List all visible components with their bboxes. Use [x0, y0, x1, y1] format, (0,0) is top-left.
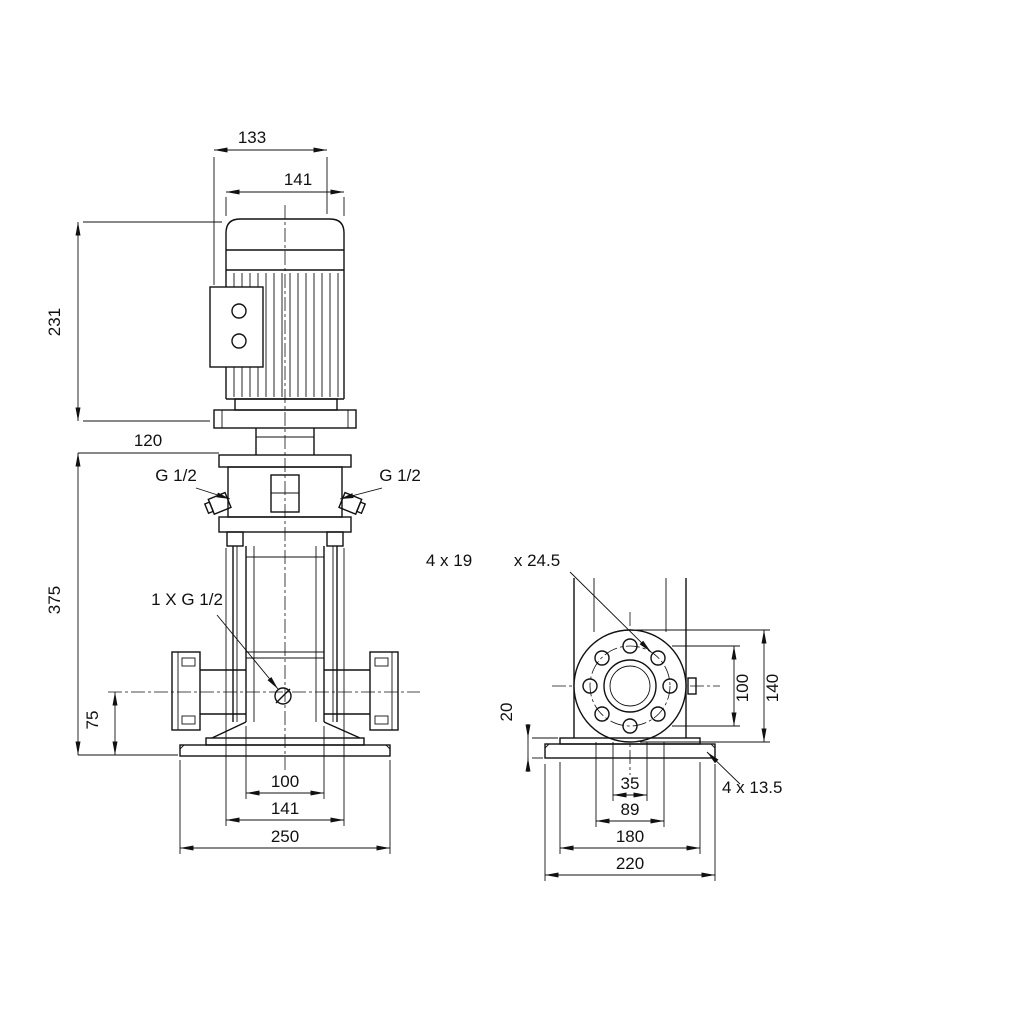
dim-head-height: 120: [134, 431, 162, 450]
dim-89: 89: [621, 800, 640, 819]
motor-flange: [213, 409, 357, 429]
cable-entry-hole: [231, 333, 247, 349]
motor-stool: [255, 428, 315, 455]
dim-base-hole-span: 180: [616, 827, 644, 846]
label-base-holes: 4 x 13.5: [722, 778, 783, 797]
dim-35: 35: [621, 774, 640, 793]
dim-motor-depth: 133: [238, 128, 266, 147]
centerlines-front: [108, 205, 420, 770]
coupling-window: [270, 474, 300, 513]
dimensions-side: 4 x 19 x 24.5 20 100 140 35: [426, 551, 783, 881]
flange-bolt-hole: [374, 715, 389, 725]
dim-base-width-front: 250: [271, 827, 299, 846]
flange-tab: [687, 677, 697, 695]
flange-face: [573, 629, 697, 743]
terminal-box: [209, 286, 264, 368]
dim-base-width-side: 220: [616, 854, 644, 873]
dim-flange-od: 140: [763, 674, 782, 702]
front-view: 133 141 231 120 375 75 G 1/2 G 1/2: [45, 128, 421, 854]
base-side: [544, 737, 716, 759]
dim-chamber-width: 100: [271, 772, 299, 791]
motor: [209, 218, 357, 429]
drain-plug: [274, 687, 292, 705]
flange-bolt-hole: [181, 657, 196, 667]
cable-entry-hole: [231, 303, 247, 319]
dimensions-front: 133 141 231 120 375 75 G 1/2 G 1/2: [45, 128, 421, 854]
pump-head: [203, 454, 367, 547]
motor-neck: [234, 398, 338, 411]
dim-bolt-circle: 100: [733, 674, 752, 702]
label-flange-holes: 4 x 19: [426, 551, 472, 570]
staybolt-nut-left: [226, 531, 244, 547]
flange-bolt-hole: [374, 657, 389, 667]
dim-motor-height: 231: [45, 308, 64, 336]
label-gauge-port-right: G 1/2: [379, 466, 421, 485]
suction-flange: [171, 651, 246, 731]
flange-bolt-holes: [582, 638, 678, 734]
dim-head-width: 141: [271, 799, 299, 818]
side-view: 4 x 19 x 24.5 20 100 140 35: [426, 551, 783, 881]
dim-pump-height: 375: [45, 586, 64, 614]
staybolt-nut-right: [326, 531, 344, 547]
dim-motor-width: 141: [284, 170, 312, 189]
gauge-plug-left: [203, 491, 232, 516]
base-front: [179, 721, 391, 757]
motor-fins: [233, 273, 339, 397]
dim-port-height: 75: [83, 711, 102, 730]
label-gauge-port-left: G 1/2: [155, 466, 197, 485]
pump-body-side: [573, 578, 687, 738]
flange-bolt-hole: [181, 715, 196, 725]
discharge-flange: [324, 651, 399, 731]
bolt-circle: [589, 645, 671, 727]
dim-base-height: 20: [497, 703, 516, 722]
label-flange-counterbore: x 24.5: [514, 551, 560, 570]
label-drain-port: 1 X G 1/2: [151, 590, 223, 609]
